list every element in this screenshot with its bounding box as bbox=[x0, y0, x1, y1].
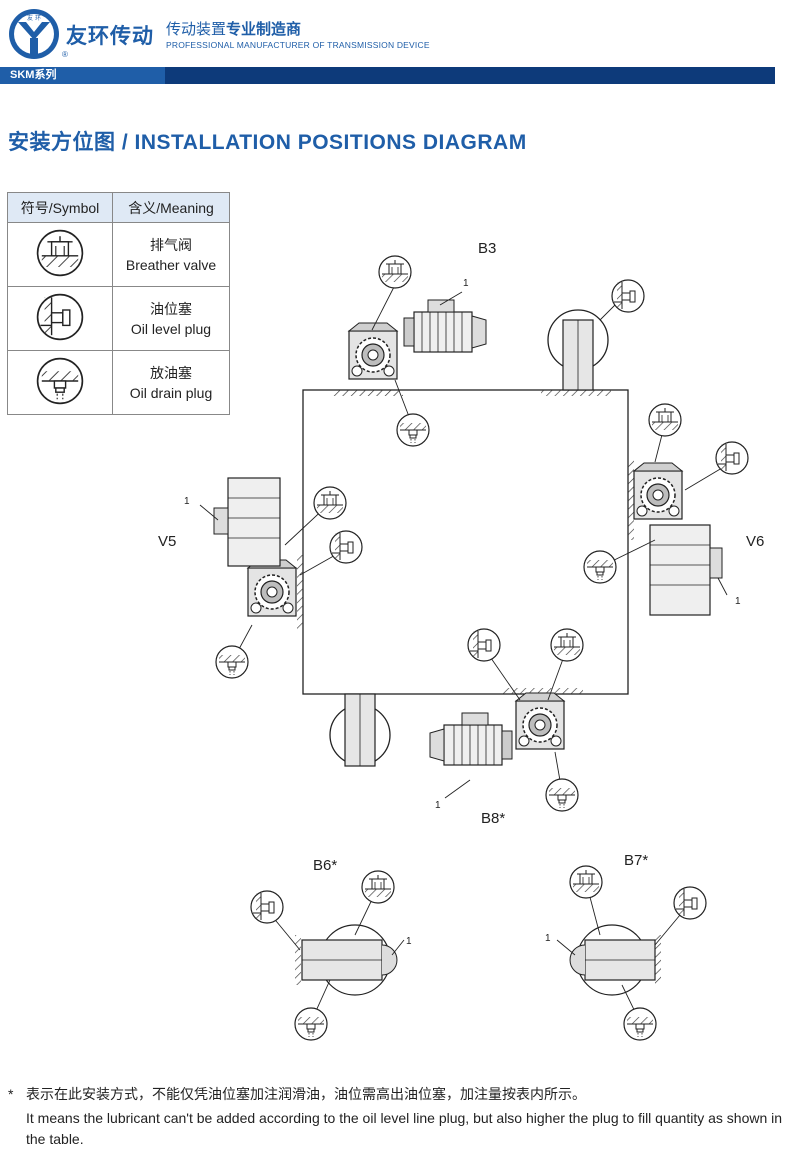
oil-drain-plug-icon bbox=[396, 413, 430, 447]
callout-number: 1 bbox=[463, 278, 469, 289]
meaning-cn: 油位塞 bbox=[150, 300, 192, 317]
oil-drain-plug-icon bbox=[623, 1007, 657, 1041]
mount-hatch-v5 bbox=[297, 555, 303, 630]
oil-drain-plug-icon bbox=[294, 1007, 328, 1041]
gearbox-b6 bbox=[295, 924, 398, 996]
gearbox-b3 bbox=[348, 299, 487, 380]
gearbox-v5 bbox=[213, 477, 297, 617]
oil-level-plug-icon bbox=[329, 530, 363, 564]
tagline-cn: 传动装置专业制造商 bbox=[166, 18, 301, 39]
meaning-en: Oil drain plug bbox=[129, 384, 213, 401]
tagline-cn-b: 专业制造商 bbox=[226, 21, 302, 38]
registered-mark: ® bbox=[62, 50, 68, 59]
series-tag: SKM系列 bbox=[0, 67, 165, 84]
meaning-cn: 排气阀 bbox=[150, 236, 192, 253]
footnote-text: It means the lubricant can't be added ac… bbox=[26, 1110, 783, 1147]
table-row: 放油塞 Oil drain plug bbox=[7, 350, 230, 415]
oil-level-plug-icon bbox=[715, 441, 749, 475]
tagline-en: PROFESSIONAL MANUFACTURER OF TRANSMISSIO… bbox=[166, 40, 430, 50]
symbol-table: 符号/Symbol 含义/Meaning 排气阀 Breather valve … bbox=[7, 192, 230, 415]
oil-level-plug-icon bbox=[673, 886, 707, 920]
brand-name: 友环传动 bbox=[66, 25, 154, 48]
oil-drain-plug-icon bbox=[545, 778, 579, 812]
series-bar bbox=[0, 67, 775, 84]
callout-number: 1 bbox=[735, 596, 741, 607]
position-label-v6: V6 bbox=[746, 533, 765, 550]
callout-number: 1 bbox=[406, 936, 412, 947]
symbol-cell bbox=[7, 222, 113, 287]
position-label-b3: B3 bbox=[478, 240, 497, 257]
oil-drain-plug-icon bbox=[583, 550, 617, 584]
mount-hatch-b8 bbox=[503, 688, 583, 694]
page-title: 安装方位图 / INSTALLATION POSITIONS DIAGRAM bbox=[8, 131, 527, 154]
position-label-v5: V5 bbox=[158, 533, 177, 550]
oil-drain-plug-icon bbox=[215, 645, 249, 679]
logo-text: 友 环 bbox=[27, 14, 41, 22]
mount-hatch-b3 bbox=[333, 390, 403, 396]
position-label-b8: B8* bbox=[481, 810, 506, 827]
footnote-text: 表示在此安装方式，不能仅凭油位塞加注润滑油，油位需高出油位塞，加注量按表内所示。 bbox=[26, 1086, 586, 1102]
column-header-symbol: 符号/Symbol bbox=[7, 192, 113, 223]
breather-valve-icon bbox=[361, 870, 395, 904]
callout-number: 1 bbox=[184, 496, 190, 507]
gearbox-bottom-left bbox=[329, 693, 391, 767]
breather-valve-icon bbox=[550, 628, 584, 662]
meaning-cell: 排气阀 Breather valve bbox=[112, 222, 230, 287]
reference-frame bbox=[302, 389, 629, 695]
position-label-b7: B7* bbox=[624, 852, 649, 869]
footnote-star: * bbox=[8, 1086, 14, 1102]
footnote-en: *It means the lubricant can't be added a… bbox=[8, 1108, 796, 1150]
gearbox-b7 bbox=[569, 924, 661, 996]
breather-valve-icon bbox=[648, 403, 682, 437]
page-header: 友 环 ® 友环传动 传动装置专业制造商 PROFESSIONAL MANUFA… bbox=[0, 0, 800, 64]
tagline-cn-a: 传动装置 bbox=[166, 21, 227, 38]
callout-number: 1 bbox=[545, 933, 551, 944]
table-header-row: 符号/Symbol 含义/Meaning bbox=[7, 192, 230, 223]
symbol-cell bbox=[7, 350, 113, 415]
oil-level-plug-icon bbox=[467, 628, 501, 662]
gearbox-v6 bbox=[633, 462, 723, 616]
meaning-cell: 油位塞 Oil level plug bbox=[112, 286, 230, 351]
column-header-meaning: 含义/Meaning bbox=[112, 192, 230, 223]
meaning-en: Oil level plug bbox=[130, 320, 212, 337]
meaning-en: Breather valve bbox=[125, 256, 217, 273]
mount-hatch-v6 bbox=[628, 460, 634, 540]
breather-valve-icon bbox=[569, 865, 603, 899]
company-logo: 友 环 bbox=[9, 9, 59, 59]
callout-number: 1 bbox=[435, 800, 441, 811]
breather-valve-icon bbox=[378, 255, 412, 289]
table-row: 油位塞 Oil level plug bbox=[7, 286, 230, 351]
position-label-b6: B6* bbox=[313, 857, 338, 874]
meaning-cell: 放油塞 Oil drain plug bbox=[112, 350, 230, 415]
table-row: 排气阀 Breather valve bbox=[7, 222, 230, 287]
oil-level-plug-icon bbox=[611, 279, 645, 313]
breather-valve-icon bbox=[313, 486, 347, 520]
footnote-star: * bbox=[8, 1108, 26, 1129]
footnote-cn: * 表示在此安装方式，不能仅凭油位塞加注润滑油，油位需高出油位塞，加注量按表内所示… bbox=[8, 1084, 586, 1105]
gearbox-b8 bbox=[429, 692, 565, 766]
meaning-cn: 放油塞 bbox=[150, 364, 192, 381]
oil-level-plug-icon bbox=[250, 890, 284, 924]
mount-hatch-top-right bbox=[541, 390, 611, 396]
gearbox-top-right bbox=[547, 309, 609, 391]
